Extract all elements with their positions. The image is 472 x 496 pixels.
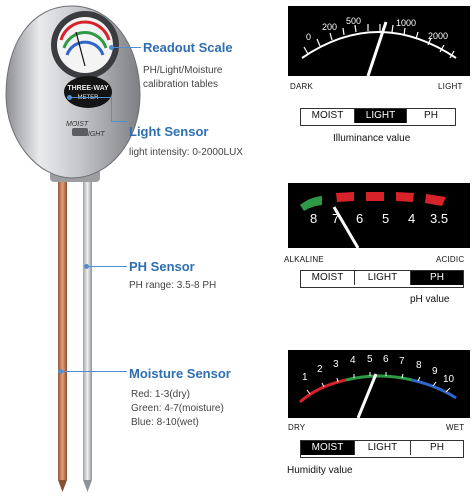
light-tick-2000: 2000 [428, 31, 448, 41]
light-mode-ph: PH [424, 110, 438, 121]
moist-mode-light: LIGHT [355, 441, 411, 455]
moisture-mode-selector: MOIST LIGHT PH [300, 440, 464, 458]
mode-switch [72, 128, 88, 136]
soil-meter-illustration: THREE-WAY METER MOIST LIGHT [5, 5, 141, 492]
ph-tick-4: 4 [408, 211, 415, 226]
ph-gauge-panel: 8 7 6 5 4 3.5 [288, 183, 470, 248]
ph-band-green [300, 196, 322, 211]
moisture-needle [356, 373, 378, 418]
ph-tick-5: 5 [382, 211, 389, 226]
moist-tick-8: 8 [416, 360, 422, 371]
ph-sensor-title: PH Sensor [129, 259, 195, 274]
light-tick-500: 500 [346, 16, 361, 26]
readout-scale-desc-2: calibration tables [143, 79, 219, 90]
ph-tick-7: 7 [332, 211, 339, 226]
switch-label-moist: MOIST [66, 121, 89, 128]
moist-arc-green [345, 374, 413, 382]
moist-mode-ph: PH [430, 442, 444, 453]
ph-left-label: ALKALINE [284, 255, 324, 264]
readout-pointer-dot [109, 45, 114, 50]
light-tick-200: 200 [322, 22, 337, 32]
ph-tick-8: 8 [310, 211, 317, 226]
brand-text: THREE-WAY [67, 85, 109, 92]
moist-left-label: DRY [288, 423, 306, 432]
moisture-caption: Humidity value [287, 465, 353, 476]
light-tick-1000: 1000 [396, 18, 416, 28]
ph-tick-3-5: 3.5 [430, 211, 448, 226]
moist-tick-9: 9 [432, 366, 438, 377]
ph-mode-moist: MOIST [301, 271, 355, 285]
ph-needle [332, 206, 360, 248]
moist-tick-10: 10 [443, 374, 455, 385]
moisture-sensor-leader-line [63, 371, 127, 372]
ph-right-label: ACIDIC [436, 255, 465, 264]
copper-probe [58, 175, 67, 480]
ph-band-red-2 [366, 192, 384, 201]
moisture-sensor-pointer-dot [58, 369, 63, 374]
ph-sensor-leader-line [89, 266, 127, 267]
moist-right-label: WET [446, 423, 465, 432]
moist-tick-2: 2 [317, 364, 323, 375]
moist-arc-red [299, 378, 347, 404]
ph-mode-selector: MOIST LIGHT PH [300, 270, 464, 288]
moisture-desc-blue: Blue: 8-10(wet) [131, 417, 199, 428]
moist-mode-moist: MOIST [301, 441, 355, 455]
moist-tick-3: 3 [333, 359, 339, 370]
steel-probe [83, 175, 92, 480]
meter-text: METER [78, 95, 100, 101]
light-right-label: LIGHT [438, 82, 463, 91]
light-sensor-pointer-dot [67, 95, 72, 100]
ph-band-red-3 [396, 192, 414, 202]
ph-band-red-1 [336, 192, 354, 202]
light-sensor-desc: light intensity: 0-2000LUX [129, 147, 243, 158]
moist-tick-1: 1 [302, 372, 308, 383]
light-mode-moist: MOIST [301, 109, 355, 123]
moisture-desc-red: Red: 1-3(dry) [131, 389, 190, 400]
moist-arc-blue [411, 378, 457, 400]
moist-tick-6: 6 [383, 354, 389, 365]
readout-leader-line [113, 47, 141, 48]
light-left-label: DARK [290, 82, 314, 91]
moist-tick-5: 5 [367, 354, 373, 365]
light-mode-selector: MOIST LIGHT PH [300, 108, 456, 126]
readout-scale-title: Readout Scale [143, 40, 233, 55]
brand-disc [64, 76, 112, 108]
switch-label-light: LIGHT [84, 131, 105, 138]
ph-mode-light: LIGHT [355, 271, 411, 285]
light-tick-0: 0 [306, 32, 311, 42]
light-mode-light: LIGHT [355, 109, 407, 123]
moisture-gauge-panel: 1 2 3 4 5 6 7 8 9 10 [288, 350, 470, 418]
readout-scale-desc-1: PH/Light/Moisture [143, 65, 223, 76]
light-caption: Illuminance value [333, 133, 411, 144]
moisture-sensor-title: Moisture Sensor [129, 366, 231, 381]
ph-sensor-desc: PH range: 3.5-8 PH [129, 280, 217, 291]
ph-gauge-dial: 8 7 6 5 4 3.5 [300, 192, 448, 248]
moist-tick-4: 4 [350, 355, 356, 366]
ph-tick-6: 6 [356, 211, 363, 226]
ph-caption: pH value [410, 294, 450, 305]
ph-sensor-pointer-dot [84, 264, 89, 269]
light-needle [366, 21, 388, 76]
ph-band-red-4 [425, 194, 446, 206]
ph-mode-ph: PH [411, 271, 463, 285]
moist-tick-7: 7 [399, 356, 405, 367]
light-sensor-leader-line [71, 97, 111, 98]
light-gauge-dial: 0 200 500 1000 2000 [301, 16, 457, 76]
moisture-gauge-dial: 1 2 3 4 5 6 7 8 9 10 [299, 354, 457, 418]
moisture-desc-green: Green: 4-7(moisture) [131, 403, 224, 414]
light-gauge-panel: 0 200 500 1000 2000 [288, 6, 470, 76]
light-sensor-title: Light Sensor [129, 124, 209, 139]
light-gauge-ticks [303, 24, 455, 59]
